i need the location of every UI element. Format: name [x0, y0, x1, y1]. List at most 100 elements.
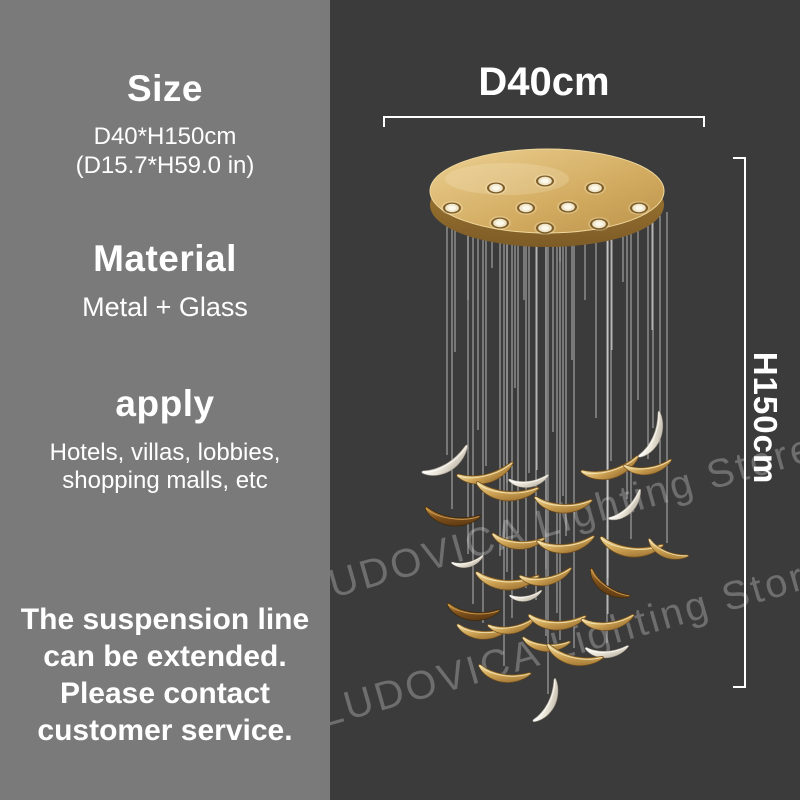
glass-feather [590, 568, 631, 599]
feather-vein [586, 645, 628, 653]
feather-body [475, 571, 540, 591]
glass-feather [424, 506, 481, 527]
canopy-light-center [635, 205, 643, 211]
feather-vein [477, 483, 538, 494]
canopy-light-center [595, 221, 603, 227]
feather-body [637, 410, 664, 458]
feather-vein [423, 445, 467, 473]
apply-value: Hotels, villas, lobbies, shopping malls,… [49, 439, 281, 494]
feather-vein [458, 462, 513, 479]
material-heading: Material [93, 238, 237, 279]
glass-feather [532, 678, 559, 723]
diameter-dimension-bracket [383, 116, 705, 127]
glass-feather [509, 589, 543, 602]
glass-feather [580, 614, 635, 631]
canopy-light-center [541, 225, 549, 231]
spec-section-size: Size D40*H150cm (D15.7*H59.0 in) [0, 68, 330, 180]
spec-panel: Size D40*H150cm (D15.7*H59.0 in) Materia… [0, 0, 330, 800]
canopy-layer [429, 148, 665, 247]
feather-body [475, 481, 540, 502]
canopy-light-center [492, 185, 500, 191]
feather-vein [479, 665, 530, 677]
glass-feather [508, 474, 550, 488]
glass-feather [446, 602, 501, 621]
glass-feather [536, 535, 595, 554]
chandelier-illustration [421, 148, 689, 723]
feather-body [648, 538, 689, 560]
apply-heading: apply [115, 383, 215, 424]
canopy-light-center [591, 185, 599, 191]
product-photo-panel: LUDOVICA Lighting Store LUDOVICA Lightin… [330, 0, 800, 800]
feather-vein [535, 497, 592, 507]
canopy-light-center [522, 205, 530, 211]
glass-feather [421, 444, 468, 476]
size-heading: Size [126, 68, 204, 109]
feather-body [546, 643, 604, 667]
size-value: D40*H150cm (D15.7*H59.0 in) [75, 123, 255, 179]
glass-feather [518, 567, 573, 587]
feather-body [580, 614, 635, 631]
canopy-highlight [445, 163, 569, 195]
feather-vein [609, 490, 641, 520]
feather-body [478, 664, 532, 683]
feather-vein [537, 536, 594, 547]
diameter-dimension-label: D40cm [478, 60, 610, 104]
feather-vein [534, 679, 556, 722]
feather-body [491, 532, 546, 550]
glass-feather [648, 538, 689, 560]
feather-body [509, 589, 543, 602]
feather-vein [448, 604, 499, 615]
feather-body [608, 488, 641, 521]
feather-vein [510, 590, 542, 598]
glass-feather [584, 645, 629, 659]
glass-feather [478, 664, 532, 683]
feather-vein [590, 569, 630, 597]
glass-feather [451, 554, 484, 568]
canopy-light-center [496, 220, 504, 226]
feather-body [456, 461, 514, 485]
feathers-layer [421, 410, 689, 723]
feather-vein [547, 645, 603, 660]
canopy-light-center [564, 204, 572, 210]
glass-feather [637, 410, 664, 458]
feather-body [446, 602, 501, 621]
feather-body [424, 506, 481, 527]
glass-feather [608, 488, 641, 521]
feather-vein [426, 508, 480, 520]
feather-body [536, 535, 595, 554]
feather-vein [648, 539, 688, 557]
feather-body [590, 568, 631, 599]
canopy-light-center [448, 205, 456, 211]
feather-vein [452, 555, 483, 565]
feather-vein [624, 459, 671, 470]
spec-section-material: Material Metal + Glass [0, 238, 330, 322]
glass-feather [534, 495, 593, 514]
feather-body [527, 613, 587, 631]
canopy-light-center [541, 178, 549, 184]
glass-feather [580, 455, 640, 480]
suspension-note: The suspension line can be extended. Ple… [20, 603, 310, 747]
feather-vein [509, 474, 549, 484]
height-dimension-label: H150cm [747, 351, 784, 485]
glass-feather [522, 636, 571, 652]
feather-vein [523, 638, 570, 646]
feather-body [599, 536, 664, 558]
glass-feather [527, 613, 587, 631]
feather-body [534, 495, 593, 514]
feather-body [518, 567, 573, 587]
glass-feather [456, 461, 514, 485]
glass-feather [623, 458, 672, 476]
material-value: Metal + Glass [82, 292, 248, 322]
feather-body [532, 678, 559, 723]
feather-vein [488, 618, 535, 629]
glass-feather [546, 643, 604, 667]
height-dimension-bracket [733, 157, 746, 688]
feather-vein [639, 412, 660, 457]
feather-vein [520, 568, 571, 580]
feather-body [522, 636, 571, 652]
feather-vein [529, 615, 585, 624]
feather-vein [582, 614, 634, 625]
feather-body [623, 458, 672, 476]
spec-section-apply: apply Hotels, villas, lobbies, shopping … [0, 383, 330, 495]
feather-body [451, 554, 484, 568]
